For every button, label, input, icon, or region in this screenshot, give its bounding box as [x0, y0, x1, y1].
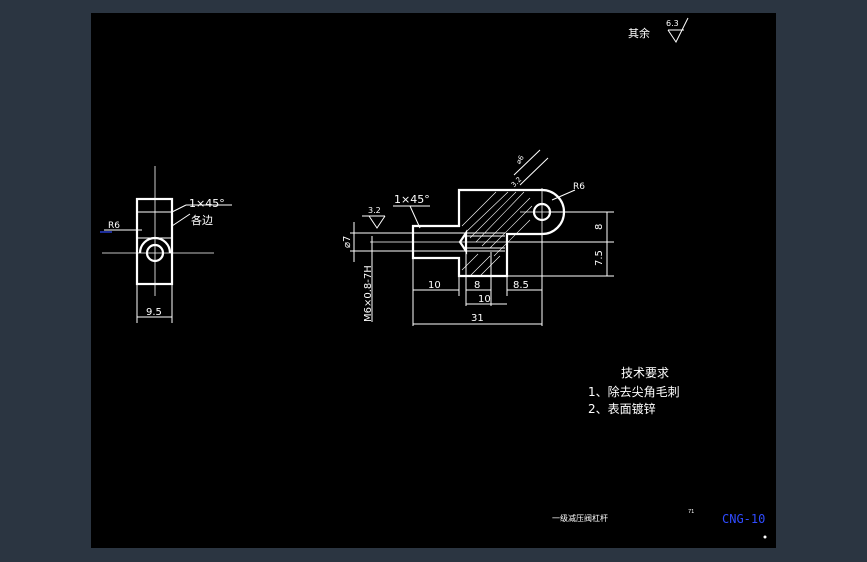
drawing-sheet	[91, 13, 776, 548]
roughness-symbol	[667, 17, 689, 43]
side-chamfer-label: 1×45°	[189, 197, 225, 210]
dim-10b: 10	[478, 294, 491, 305]
dim-10a: 10	[428, 280, 441, 291]
side-radius-label: R6	[108, 221, 120, 231]
front-view: R6 3.2 ⌀6 3.2 1×45° ⌀7 M6×0.8-7H 10 8 8.…	[342, 149, 614, 326]
side-width-dim: 9.5	[146, 307, 162, 318]
front-radius-label: R6	[573, 182, 585, 192]
front-diameter-dim: ⌀7	[342, 236, 353, 248]
side-view: 1×45° 各边 R6 9.5	[100, 166, 232, 323]
surface-note-value: 6.3	[666, 19, 679, 28]
surface-note-label: 其余	[628, 26, 650, 40]
dim-31: 31	[471, 313, 484, 324]
front-thread-dim: M6×0.8-7H	[363, 265, 374, 322]
tech-req-item-2: 2、表面镀锌	[588, 402, 656, 416]
dim-8-5: 8.5	[513, 280, 529, 291]
front-chamfer-label: 1×45°	[394, 193, 430, 206]
tech-req-title: 技术要求	[621, 366, 669, 380]
front-roughness: 3.2	[368, 206, 381, 215]
dim-8v: 8	[594, 224, 605, 230]
title-block-small: 71	[688, 509, 694, 515]
front-hole-note: ⌀6	[515, 153, 527, 165]
side-chamfer-note: 各边	[191, 213, 213, 227]
dim-8a: 8	[474, 280, 480, 291]
title-block-code: CNG-10	[722, 512, 765, 526]
tech-req-item-1: 1、除去尖角毛刺	[588, 384, 680, 399]
corner-mark	[763, 535, 767, 539]
dim-7-5: 7.5	[594, 250, 605, 266]
title-block-name: 一级减压阀杠杆	[552, 513, 608, 523]
